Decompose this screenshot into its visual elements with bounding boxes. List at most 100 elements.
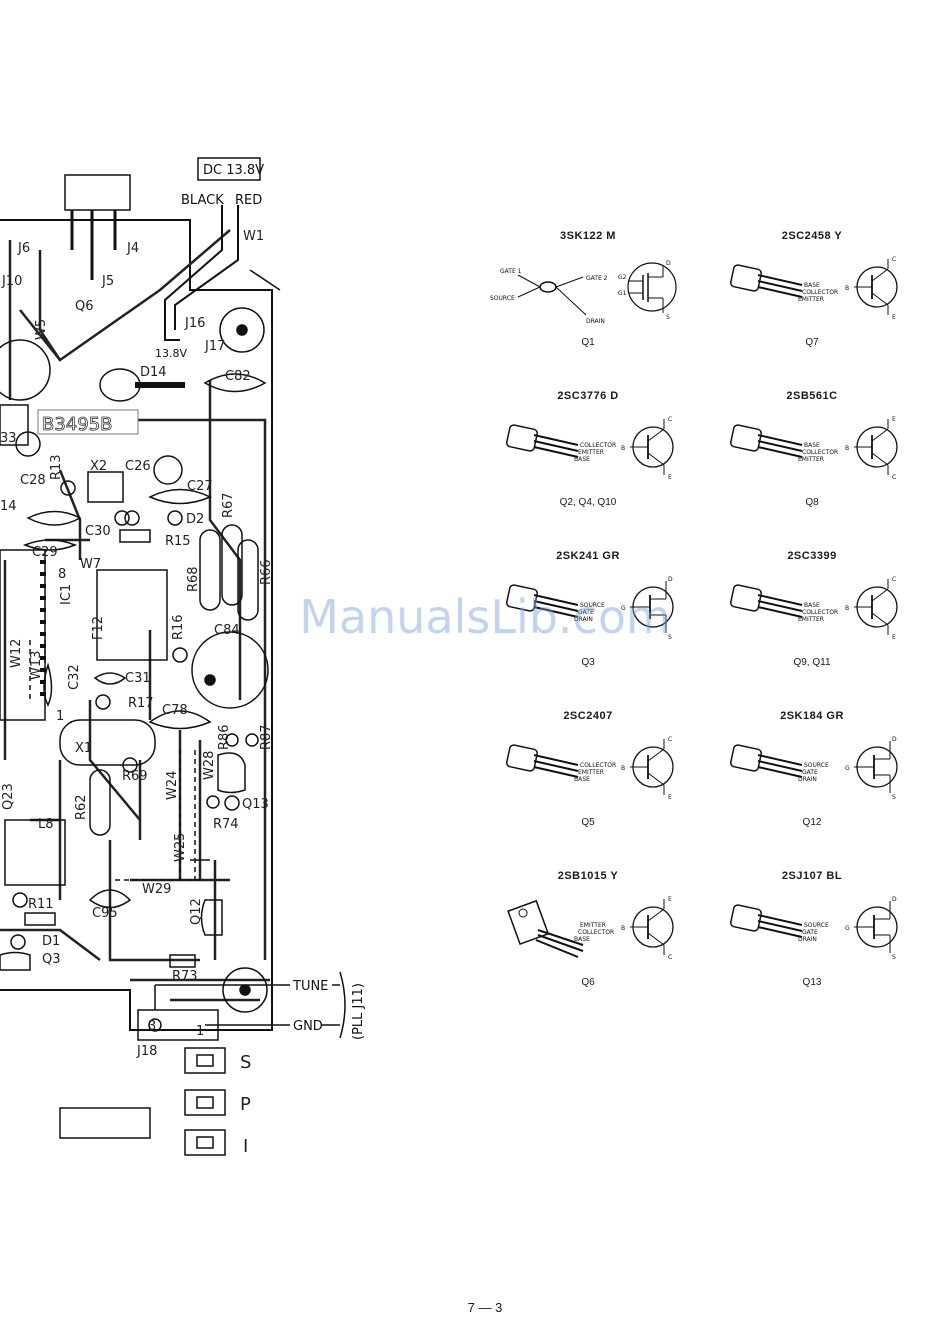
label-q6: Q6 <box>75 299 94 314</box>
svg-text:C: C <box>892 256 896 263</box>
svg-text:SOURCE: SOURCE <box>490 295 515 302</box>
part-reference: Q1 <box>581 337 595 348</box>
power-wires <box>164 205 239 341</box>
svg-text:GATE: GATE <box>802 929 818 936</box>
label-33: 33 <box>0 431 17 446</box>
pad-p-label: P <box>240 1094 251 1115</box>
board-code-box <box>37 409 139 435</box>
svg-text:D: D <box>892 736 897 743</box>
svg-text:E: E <box>668 474 672 481</box>
label-x2: X2 <box>90 459 107 474</box>
label-l8: L8 <box>38 817 54 832</box>
svg-text:GATE: GATE <box>578 609 594 616</box>
part-title: 3SK122 M <box>560 230 616 242</box>
label-q23: Q23 <box>1 783 16 810</box>
label-j6: J6 <box>17 241 30 256</box>
svg-text:D: D <box>892 896 897 903</box>
board-code: B3495B <box>42 414 113 435</box>
label-r62: R62 <box>74 794 89 820</box>
part-title: 2SB561C <box>786 390 838 402</box>
label-c30: C30 <box>85 524 111 539</box>
label-d14: D14 <box>140 365 167 380</box>
wire-red-label: RED <box>235 193 262 208</box>
label-r73: R73 <box>172 969 198 984</box>
label-c27: C27 <box>187 479 213 494</box>
pad-i-label: I <box>243 1136 248 1157</box>
label-r74: R74 <box>213 817 239 832</box>
label-w29: W29 <box>142 882 171 897</box>
svg-text:G: G <box>845 765 850 772</box>
label-c26: C26 <box>125 459 151 474</box>
svg-text:BASE: BASE <box>804 602 820 609</box>
label-pin3: 3 <box>148 1019 156 1034</box>
svg-text:E: E <box>668 896 672 903</box>
dc-label: DC 13.8V <box>203 163 264 178</box>
label-d1: D1 <box>42 934 60 949</box>
svg-text:BASE: BASE <box>804 442 820 449</box>
svg-text:COLLECTOR: COLLECTOR <box>802 609 838 616</box>
label-r13: R13 <box>49 454 64 480</box>
svg-text:SOURCE: SOURCE <box>804 762 829 769</box>
svg-text:EMITTER: EMITTER <box>578 769 604 776</box>
svg-text:SOURCE: SOURCE <box>580 602 605 609</box>
tune-label: TUNE <box>292 979 328 994</box>
test-pads <box>196 1054 214 1149</box>
label-c82: C82 <box>225 369 251 384</box>
label-138v: 13.8V <box>155 347 187 360</box>
svg-text:DRAIN: DRAIN <box>574 616 593 623</box>
part-reference: Q2, Q4, Q10 <box>559 497 617 508</box>
part-title: 2SC2458 Y <box>781 230 843 242</box>
svg-text:COLLECTOR: COLLECTOR <box>802 289 838 296</box>
part-reference: Q7 <box>805 337 819 348</box>
part-reference: Q3 <box>581 657 595 668</box>
label-w28: W28 <box>202 751 217 780</box>
svg-text:D: D <box>668 576 673 583</box>
part-title: 2SC2407 <box>563 710 613 722</box>
label-w5: W5 <box>34 319 49 340</box>
pad-s-label: S <box>240 1052 251 1073</box>
svg-text:B: B <box>845 285 849 292</box>
svg-text:E: E <box>892 634 896 641</box>
svg-text:B: B <box>621 765 625 772</box>
svg-text:S: S <box>892 794 896 801</box>
svg-text:DRAIN: DRAIN <box>586 318 605 325</box>
pll-label: (PLL J11) <box>351 983 366 1040</box>
svg-text:B: B <box>845 445 849 452</box>
part-title: 2SK184 GR <box>780 710 844 722</box>
ic-pins <box>40 560 46 696</box>
label-14: 14 <box>0 499 17 514</box>
svg-text:C: C <box>892 576 896 583</box>
svg-text:G1: G1 <box>618 290 627 297</box>
svg-text:DRAIN: DRAIN <box>798 776 817 783</box>
label-j16: J16 <box>184 316 205 331</box>
label-d2: D2 <box>186 512 204 527</box>
svg-text:COLLECTOR: COLLECTOR <box>578 929 614 936</box>
svg-text:E: E <box>668 794 672 801</box>
label-r66: R66 <box>259 559 274 585</box>
label-c31: C31 <box>125 671 151 686</box>
svg-text:EMITTER: EMITTER <box>578 449 604 456</box>
part-reference: Q5 <box>581 817 595 828</box>
label-f12: F12 <box>91 616 106 640</box>
svg-text:E: E <box>892 314 896 321</box>
svg-text:DRAIN: DRAIN <box>798 936 817 943</box>
label-r11: R11 <box>28 897 54 912</box>
svg-text:S: S <box>668 634 672 641</box>
label-r16: R16 <box>171 614 186 640</box>
part-reference: Q8 <box>805 497 819 508</box>
svg-text:EMITTER: EMITTER <box>798 456 824 463</box>
label-j10: J10 <box>1 274 22 289</box>
label-c84: C84 <box>214 623 240 638</box>
svg-text:COLLECTOR: COLLECTOR <box>802 449 838 456</box>
label-c28: C28 <box>20 473 46 488</box>
part-title: 2SJ107 BL <box>781 870 843 882</box>
label-pin1: 1 <box>196 1024 204 1039</box>
dc-label-box <box>197 157 261 181</box>
